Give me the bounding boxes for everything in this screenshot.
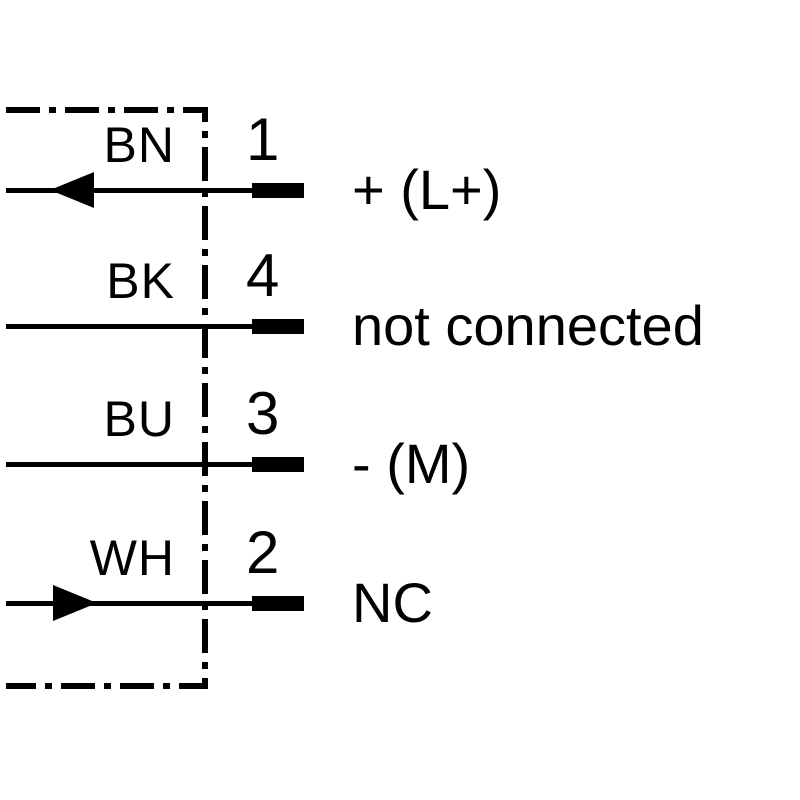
wire-line bbox=[6, 324, 252, 329]
wire-line bbox=[6, 601, 252, 606]
wire-line bbox=[6, 462, 252, 467]
wire-row-wh: WH 2 NC bbox=[0, 523, 800, 683]
pin-terminal bbox=[252, 596, 304, 611]
wire-line bbox=[6, 188, 252, 193]
wire-color-label: BK bbox=[106, 253, 175, 309]
pin-terminal bbox=[252, 183, 304, 198]
wire-row-bk: BK 4 not connected bbox=[0, 246, 800, 406]
pin-number-label: 1 bbox=[246, 106, 280, 173]
wire-color-label: BN bbox=[103, 117, 175, 173]
pin-number-label: 4 bbox=[246, 242, 280, 309]
arrow-right-icon bbox=[53, 585, 97, 621]
arrow-left-icon bbox=[50, 172, 94, 208]
wire-color-label: BU bbox=[103, 391, 175, 447]
wire-color-label: WH bbox=[89, 530, 175, 586]
signal-label: not connected bbox=[352, 294, 704, 357]
pin-terminal bbox=[252, 319, 304, 334]
signal-label: NC bbox=[352, 571, 433, 634]
pin-number-label: 2 bbox=[246, 519, 280, 586]
pin-terminal bbox=[252, 457, 304, 472]
pin-number-label: 3 bbox=[246, 380, 280, 447]
signal-label: - (M) bbox=[352, 432, 471, 495]
wire-row-bn: BN 1 + (L+) bbox=[0, 110, 800, 270]
signal-label: + (L+) bbox=[352, 158, 502, 221]
wire-row-bu: BU 3 - (M) bbox=[0, 384, 800, 544]
